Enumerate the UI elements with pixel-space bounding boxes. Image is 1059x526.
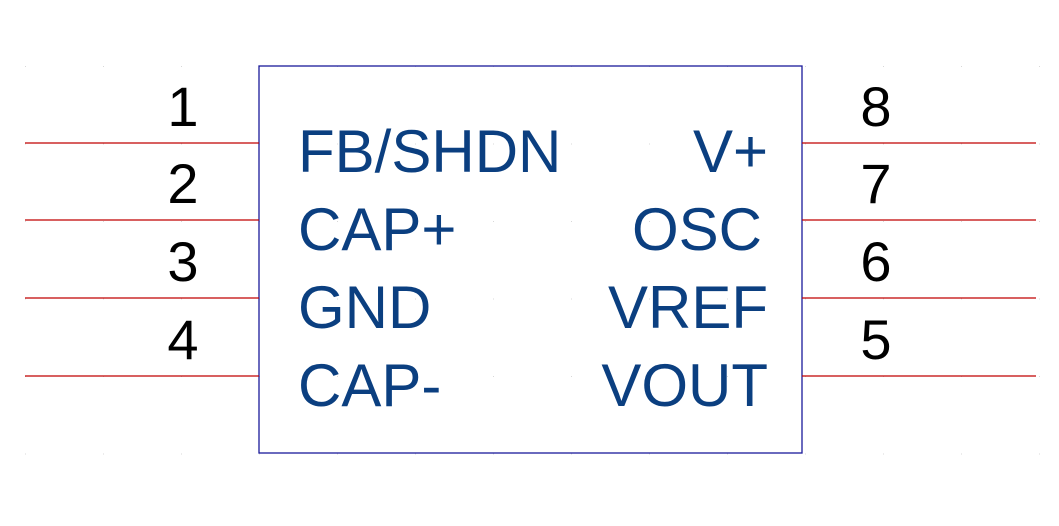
- grid-dot: [1039, 143, 1040, 145]
- grid-dot: [25, 221, 26, 222]
- grid-dot: [415, 376, 416, 377]
- grid-dot: [727, 453, 728, 455]
- grid-dot: [103, 143, 104, 145]
- pin-6[interactable]: 6 VREF: [608, 230, 1036, 341]
- grid-dot: [571, 453, 572, 455]
- pin-5[interactable]: 5 VOUT: [601, 308, 1036, 419]
- pin-3[interactable]: 3 GND: [25, 230, 431, 341]
- grid-dot: [1039, 66, 1040, 67]
- pin-8-number: 8: [860, 75, 891, 138]
- grid-dot: [805, 453, 806, 455]
- grid-dot: [883, 66, 884, 67]
- pin-4-number: 4: [167, 308, 198, 371]
- grid-dot: [961, 453, 962, 455]
- grid-dot: [415, 453, 416, 455]
- pin-8-name: V+: [693, 118, 768, 185]
- grid-dot: [727, 221, 728, 222]
- grid-dot: [649, 376, 650, 377]
- pin-2-name: CAP+: [298, 196, 456, 263]
- grid-dot: [727, 376, 728, 377]
- grid-dot: [337, 143, 338, 145]
- grid-dot: [805, 221, 806, 222]
- pin-3-number: 3: [167, 230, 198, 293]
- pin-7-name: OSC: [632, 196, 762, 263]
- grid-dot: [883, 143, 884, 145]
- pin-6-name: VREF: [608, 274, 768, 341]
- grid-dot: [805, 143, 806, 145]
- grid-dot: [25, 298, 26, 300]
- grid-dot: [25, 453, 26, 455]
- pin-3-name: GND: [298, 274, 431, 341]
- grid-dot: [103, 221, 104, 222]
- grid-dot: [259, 453, 260, 455]
- grid-dot: [337, 298, 338, 300]
- pin-5-name: VOUT: [601, 352, 768, 419]
- grid-dot: [493, 298, 494, 300]
- grid-dot: [961, 298, 962, 300]
- pin-7[interactable]: 7 OSC: [632, 152, 1036, 263]
- grid-dot: [1039, 221, 1040, 222]
- grid-dot: [415, 143, 416, 145]
- grid-dot: [961, 143, 962, 145]
- pin-1-name: FB/SHDN: [298, 118, 561, 185]
- grid-dot: [25, 66, 26, 67]
- grid-dot: [181, 143, 182, 145]
- grid-dot: [103, 298, 104, 300]
- right-pins: 8 V+ 7 OSC 6 VREF 5 VOUT: [601, 75, 1036, 419]
- pin-5-number: 5: [860, 308, 891, 371]
- pin-1[interactable]: 1 FB/SHDN: [25, 75, 561, 185]
- grid-dot: [1039, 453, 1040, 455]
- grid-dot: [883, 298, 884, 300]
- component-body: [258, 65, 803, 454]
- grid-dot: [337, 221, 338, 222]
- grid-dot: [493, 143, 494, 145]
- grid-dot: [415, 221, 416, 222]
- grid-dot: [571, 143, 572, 145]
- grid-dot: [805, 298, 806, 300]
- grid-dot: [493, 453, 494, 455]
- pin-4[interactable]: 4 CAP-: [25, 308, 441, 419]
- grid-dot: [1039, 376, 1040, 377]
- grid-dot: [571, 376, 572, 377]
- grid-dot: [571, 221, 572, 222]
- grid-dot: [415, 298, 416, 300]
- pin-2-number: 2: [167, 152, 198, 215]
- grid-dot: [337, 376, 338, 377]
- grid-dot: [649, 298, 650, 300]
- grid-dot: [649, 221, 650, 222]
- grid-dot: [25, 143, 26, 145]
- grid-dot: [181, 66, 182, 67]
- grid-dot: [727, 143, 728, 145]
- grid-dot: [1039, 298, 1040, 300]
- grid-dot: [493, 376, 494, 377]
- grid-dot: [493, 221, 494, 222]
- grid-dot: [181, 298, 182, 300]
- pin-4-name: CAP-: [298, 352, 441, 419]
- grid-dot: [571, 298, 572, 300]
- grid-dot: [103, 453, 104, 455]
- pin-2[interactable]: 2 CAP+: [25, 152, 456, 263]
- pin-7-number: 7: [860, 152, 891, 215]
- grid-dot: [961, 221, 962, 222]
- grid-dot: [181, 221, 182, 222]
- grid-dot: [337, 453, 338, 455]
- pin-1-number: 1: [167, 75, 198, 138]
- grid-dot: [961, 66, 962, 67]
- pin-6-number: 6: [860, 230, 891, 293]
- left-pins: 1 FB/SHDN 2 CAP+ 3 GND 4 CAP-: [25, 75, 561, 419]
- grid-dot: [805, 66, 806, 67]
- grid-dot: [883, 453, 884, 455]
- grid-dot: [181, 453, 182, 455]
- grid-dot: [883, 221, 884, 222]
- pin-8[interactable]: 8 V+: [693, 75, 1036, 185]
- grid-dot: [649, 143, 650, 145]
- grid-dot: [103, 66, 104, 67]
- grid-dot: [649, 453, 650, 455]
- grid-dot: [727, 298, 728, 300]
